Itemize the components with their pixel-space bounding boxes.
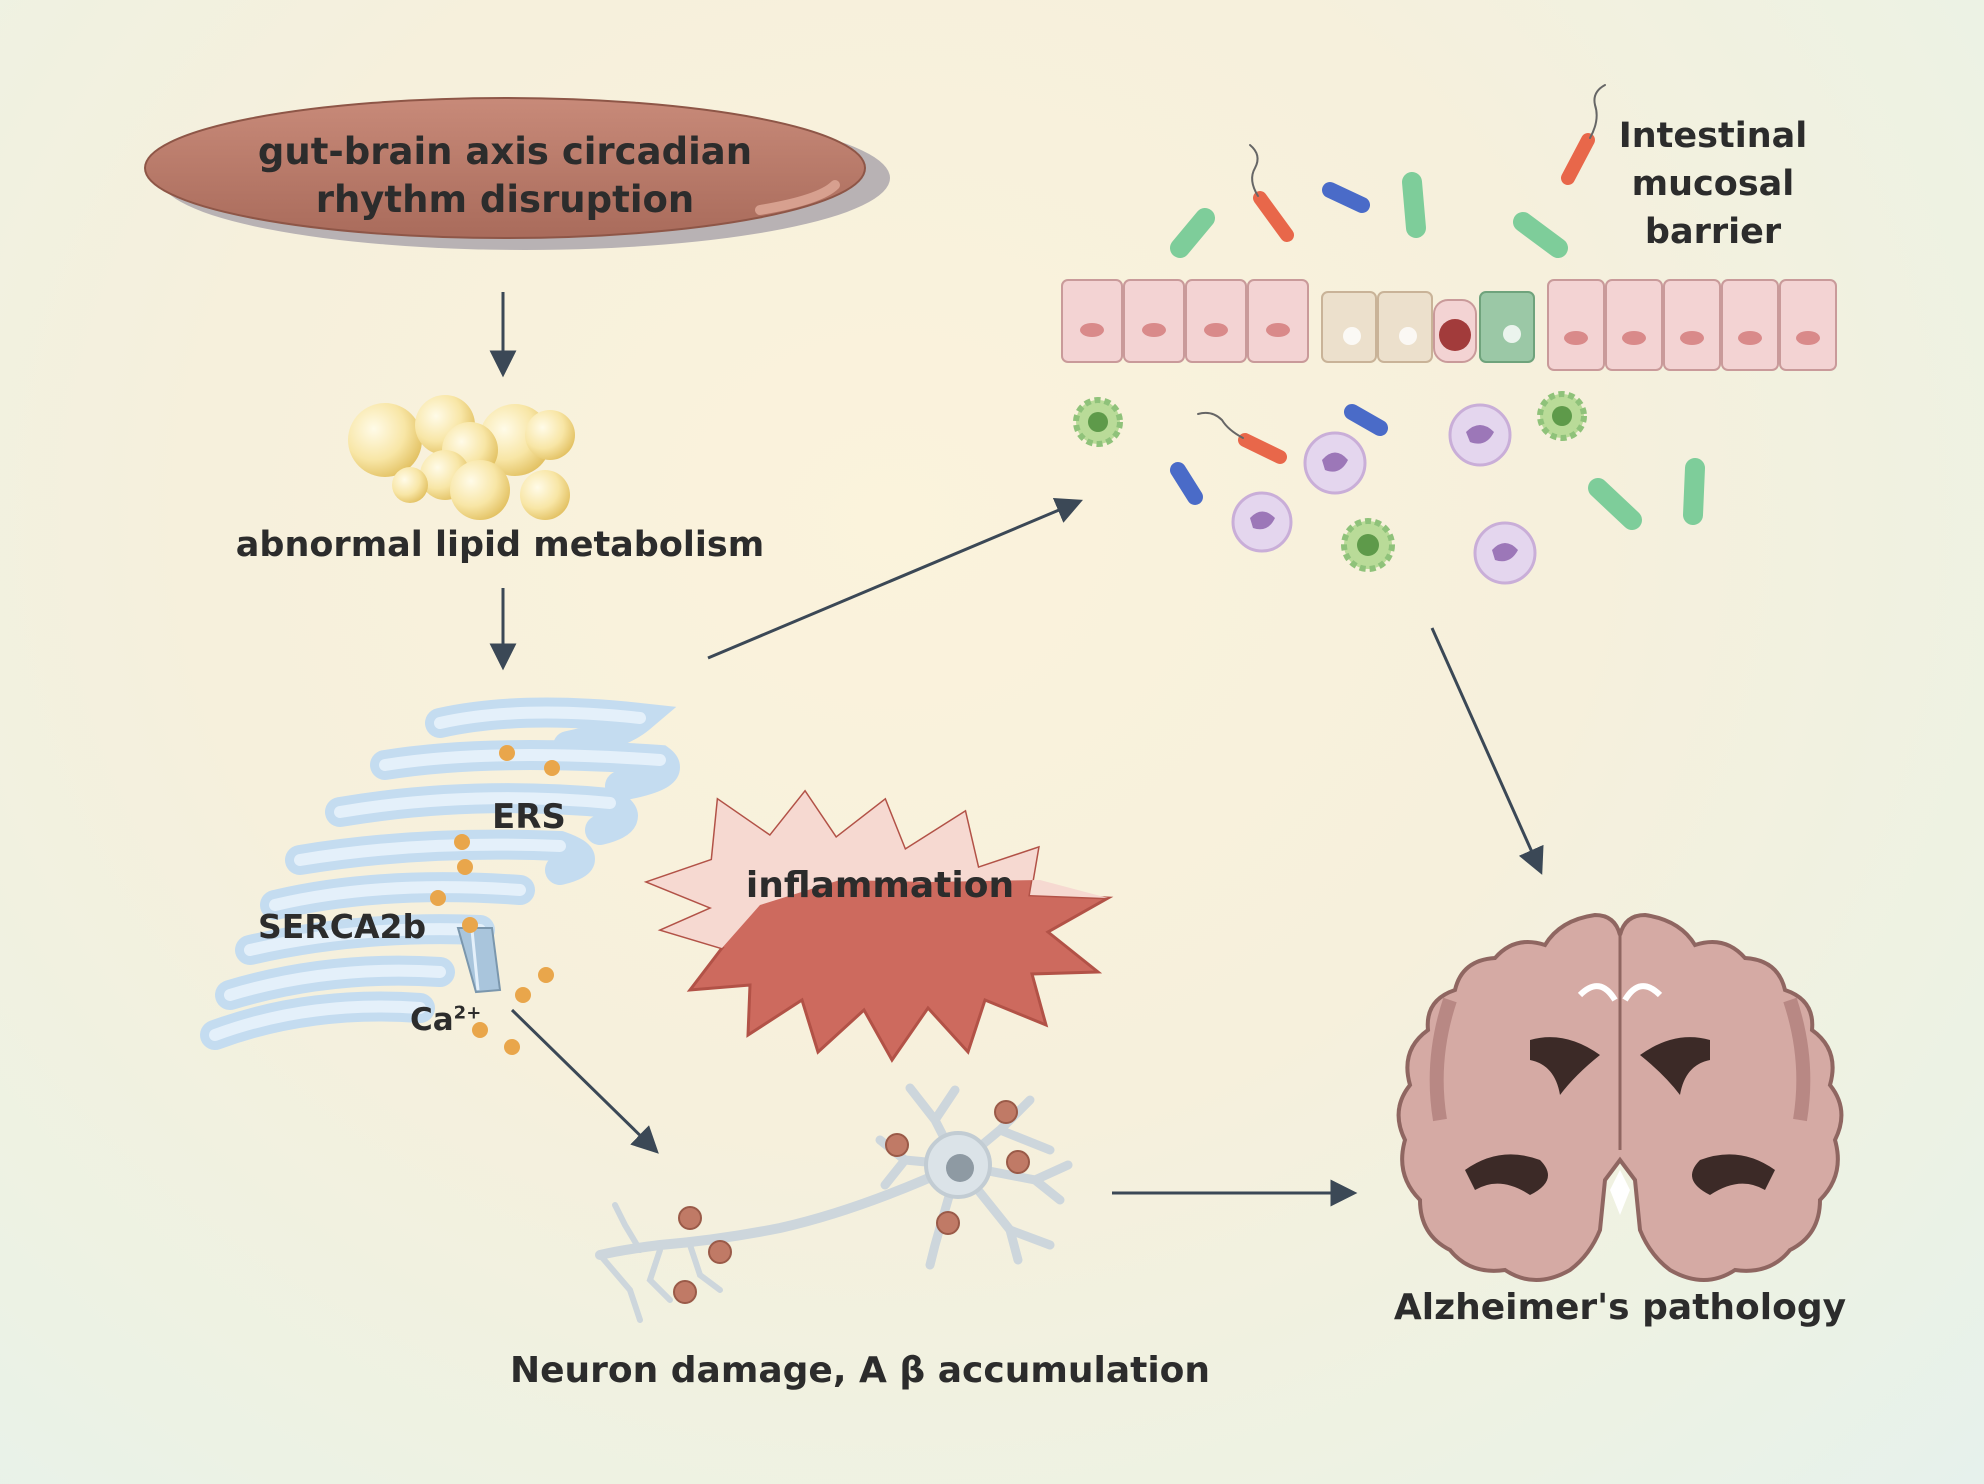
immune-cells-icon bbox=[1073, 391, 1587, 585]
lipid-droplets-icon bbox=[348, 395, 575, 520]
calcium-label: Ca2+ bbox=[410, 1002, 481, 1038]
intestinal-epithelium-icon bbox=[1061, 279, 1837, 371]
barrier-label: Intestinal mucosal barrier bbox=[1618, 116, 1808, 252]
ers-label: ERS bbox=[492, 797, 566, 837]
endoplasmic-reticulum-icon bbox=[200, 697, 680, 1050]
translocated-bacteria-icon bbox=[1170, 404, 1705, 530]
neuron-damage-label: Neuron damage, A β accumulation bbox=[509, 1350, 1211, 1391]
amyloid-beta-plaques-icon bbox=[673, 1100, 1030, 1304]
calcium-ions-icon bbox=[430, 745, 560, 1055]
inflammation-burst-icon bbox=[643, 789, 1114, 1063]
serca2b-label: SERCA2b bbox=[258, 907, 427, 946]
trigger-ellipse bbox=[144, 97, 890, 250]
calcium-charge: 2+ bbox=[453, 1002, 482, 1024]
calcium-label-text: Ca bbox=[410, 1002, 454, 1038]
serca2b-channel-icon bbox=[456, 927, 502, 994]
arrow-gut-to-brain bbox=[1430, 627, 1544, 875]
lipid-label: abnormal lipid metabolism bbox=[235, 525, 765, 565]
arrow-ers-to-gut bbox=[707, 497, 1083, 660]
inflammation-label: inflammation bbox=[745, 865, 1015, 906]
arrow-calcium-to-neuron bbox=[510, 1008, 659, 1154]
trigger-label: gut-brain axis circadian rhythm disrupti… bbox=[257, 130, 753, 221]
alzheimer-label: Alzheimer's pathology bbox=[1393, 1287, 1847, 1328]
gut-bacteria-icon bbox=[1170, 84, 1606, 258]
brain-coronal-section-icon bbox=[1396, 912, 1844, 1282]
neuron-icon bbox=[595, 1083, 1073, 1323]
